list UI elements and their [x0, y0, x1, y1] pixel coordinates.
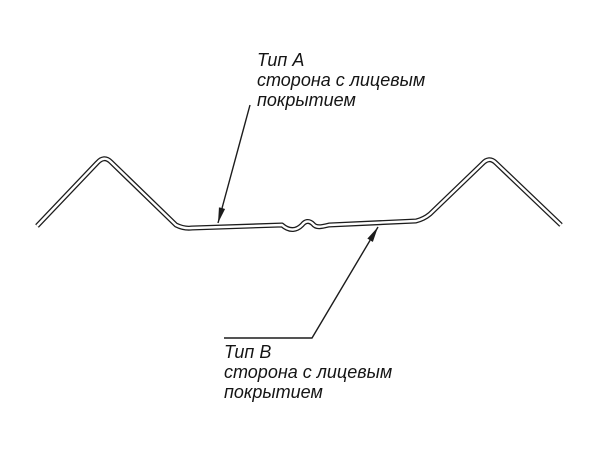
label-type-b: Тип B сторона с лицевым покрытием: [224, 342, 392, 402]
leader-line-type-b: [224, 226, 379, 339]
leader-line-type-a: [217, 104, 251, 224]
profile-sheet-core: [36, 157, 562, 231]
label-type-a-line1: сторона с лицевым: [257, 70, 426, 90]
label-type-b-line2: покрытием: [224, 382, 323, 402]
label-type-b-line1: сторона с лицевым: [224, 362, 393, 382]
label-type-b-title: Тип B: [224, 342, 272, 362]
label-type-a: Тип A сторона с лицевым покрытием: [257, 50, 425, 110]
label-type-a-line2: покрытием: [257, 90, 356, 110]
label-type-a-title: Тип A: [257, 50, 305, 70]
profile-sheet-outline: [35, 156, 563, 232]
